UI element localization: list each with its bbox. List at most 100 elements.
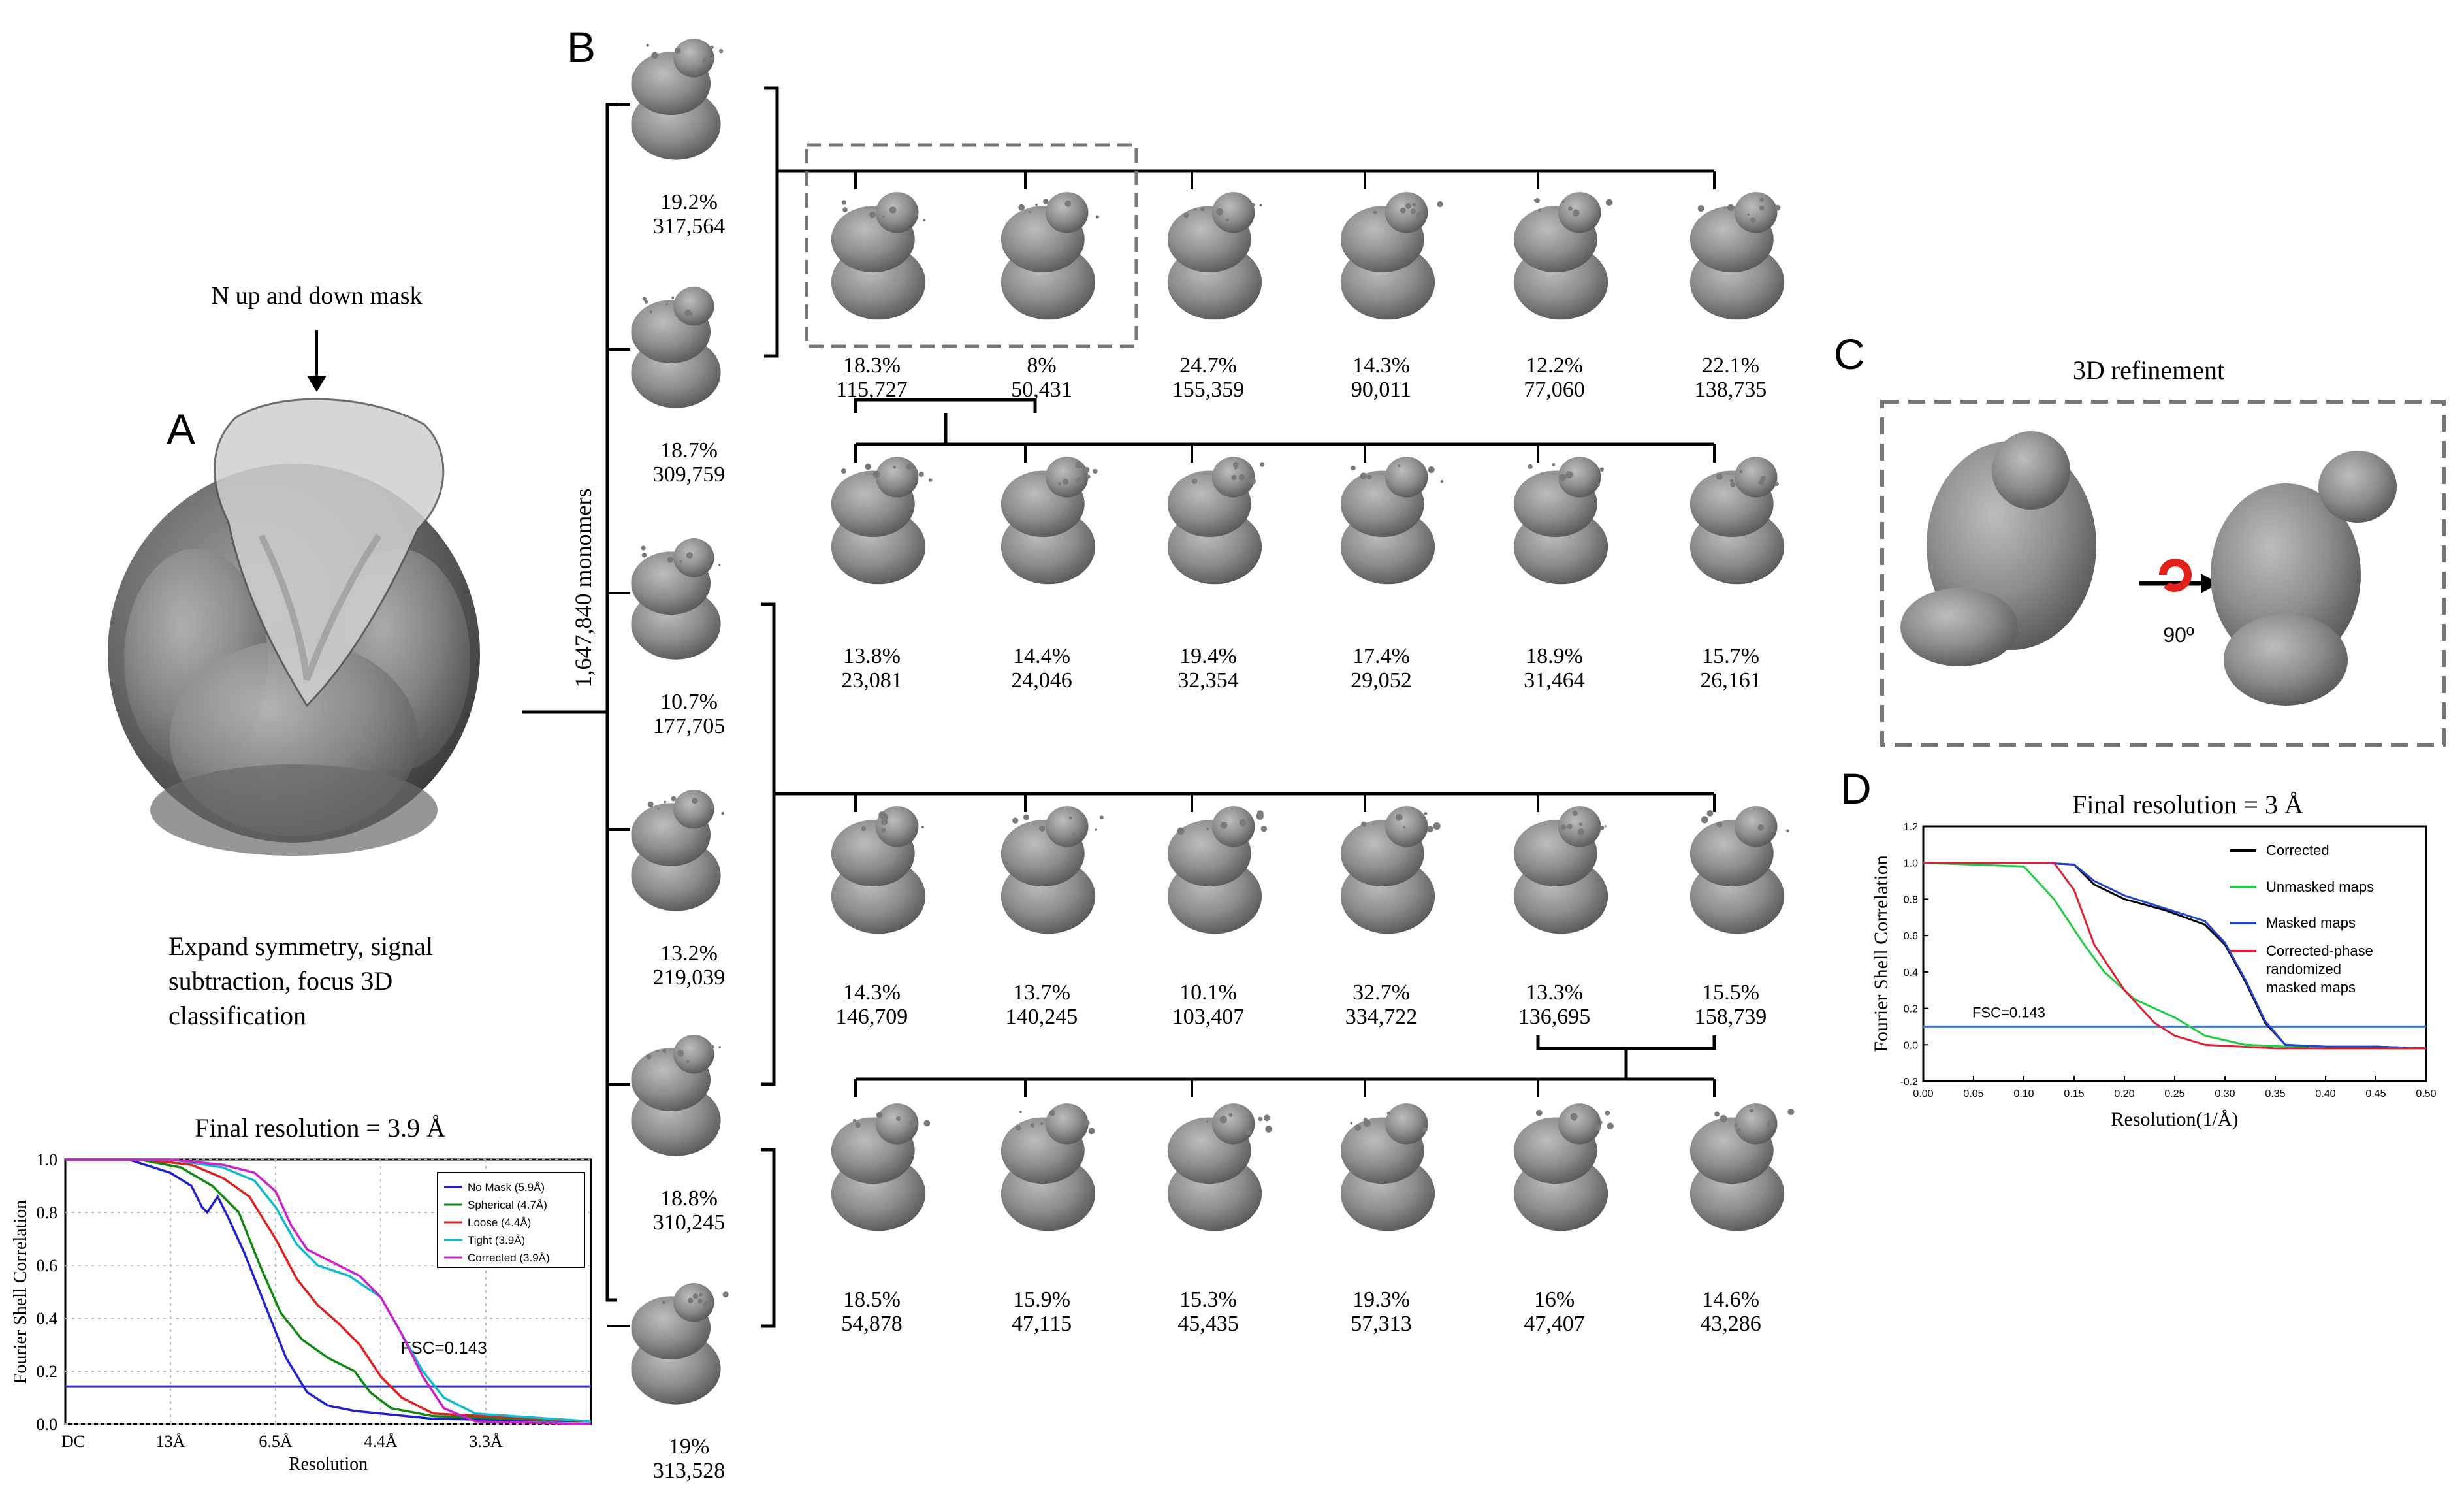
class-count: 45,435 (1177, 1312, 1239, 1336)
class-count: 334,722 (1345, 1005, 1418, 1029)
class-percent: 8% (1027, 353, 1056, 378)
class-percent: 14.4% (1013, 644, 1070, 668)
y-tick-label: 0.8 (1904, 894, 1918, 905)
class-percent: 14.6% (1702, 1288, 1759, 1312)
first-level-map (631, 1035, 722, 1156)
panel-b: 1,647,840 monomers 19.2%317,56418.7%309,… (522, 39, 1795, 1483)
first-level-count: 313,528 (653, 1459, 726, 1483)
x-tick-label: 0.45 (2365, 1088, 2386, 1099)
caption-line-2: subtraction, focus 3D (168, 966, 392, 996)
y-tick-label: 0.6 (1904, 931, 1918, 942)
y-tick-label: 1.0 (37, 1150, 58, 1169)
x-tick-label: 0.20 (2114, 1088, 2134, 1099)
class-count: 136,695 (1518, 1005, 1591, 1029)
first-level-count: 219,039 (653, 966, 726, 990)
legend-entry: randomized (2266, 961, 2341, 977)
class-percent: 10.1% (1179, 981, 1237, 1005)
y-tick-label: 1.0 (1904, 858, 1918, 869)
legend-box (437, 1172, 585, 1268)
y-tick-label: 0.0 (1904, 1040, 1918, 1051)
class-percent: 15.5% (1702, 981, 1759, 1005)
x-tick-label: 0.15 (2064, 1088, 2084, 1099)
first-level-percent: 13.2% (660, 941, 718, 966)
class-map (1513, 192, 1613, 320)
threshold-label: FSC=0.143 (1972, 1004, 2045, 1020)
class-map (1689, 457, 1785, 585)
x-tick-label: 0.30 (2215, 1088, 2235, 1099)
monomers-label: 1,647,840 monomers (570, 489, 596, 688)
class-map (831, 192, 926, 320)
class-percent: 13.7% (1013, 981, 1070, 1005)
class-percent: 19.3% (1352, 1288, 1410, 1312)
threshold-label: FSC=0.143 (400, 1338, 487, 1357)
series-line (1923, 862, 2426, 1050)
class-map (831, 806, 926, 934)
series-line (1923, 862, 2426, 1050)
fsc-d-title: Final resolution = 3 Å (2072, 790, 2303, 819)
refinement-box (1880, 400, 2446, 747)
legend-entry: Masked maps (2266, 915, 2356, 931)
class-count: 47,115 (1012, 1312, 1072, 1336)
legend-entry: Tight (3.9Å) (468, 1234, 525, 1246)
series-line (65, 1158, 592, 1423)
class-map (1340, 192, 1443, 320)
y-tick-label: 0.2 (37, 1362, 58, 1381)
y-axis-label: Fourier Shell Correlation (10, 1200, 31, 1384)
rotation-label: 90º (2163, 623, 2194, 647)
first-level-count: 177,705 (653, 714, 726, 738)
y-tick-label: 0.4 (1904, 967, 1918, 979)
merge-bracket-row-3 (1536, 1035, 1716, 1050)
class-percent: 18.5% (843, 1288, 901, 1312)
mask-label: N up and down mask (212, 282, 423, 310)
legend-entry: Unmasked maps (2266, 879, 2374, 895)
class-percent: 18.9% (1526, 644, 1583, 668)
class-count: 90,011 (1351, 378, 1411, 402)
class-percent: 15.9% (1013, 1288, 1070, 1312)
class-map (1689, 192, 1785, 320)
class-map (1689, 806, 1789, 934)
x-tick-label: 0.35 (2265, 1088, 2285, 1099)
class-map (1167, 806, 1268, 934)
bracket-class-6 (761, 1148, 776, 1328)
class-count: 115,727 (836, 378, 907, 402)
caption-line-1: Expand symmetry, signal (168, 932, 433, 961)
legend-entry: Corrected-phase (2266, 943, 2373, 959)
class-count: 146,709 (836, 1005, 908, 1029)
class-count: 138,735 (1695, 378, 1767, 402)
mask-envelope (214, 398, 445, 707)
class-count: 26,161 (1700, 668, 1761, 692)
class-percent: 13.3% (1526, 981, 1583, 1005)
refinement-title: 3D refinement (2073, 355, 2224, 385)
class-map (1513, 1103, 1614, 1231)
y-tick-label: 0.6 (37, 1256, 58, 1275)
class-percent: 22.1% (1702, 353, 1759, 378)
first-level-count: 309,759 (653, 463, 726, 487)
first-level-percent: 18.8% (660, 1186, 718, 1210)
series-line (65, 1158, 592, 1423)
caption-line-3: classification (168, 1001, 306, 1030)
class-percent: 15.3% (1179, 1288, 1237, 1312)
x-tick-label: 0.50 (2416, 1088, 2436, 1099)
class-map (831, 1103, 931, 1231)
selection-box (805, 143, 1138, 348)
class-count: 32,354 (1177, 668, 1239, 692)
x-tick-label: 4.4Å (364, 1432, 398, 1451)
refined-map-front (1900, 431, 2096, 666)
merge-bracket-row-1 (854, 398, 1037, 413)
class-map (1340, 806, 1441, 934)
class-count: 23,081 (841, 668, 903, 692)
x-tick-label: 0.10 (2013, 1088, 2034, 1099)
class-percent: 17.4% (1352, 644, 1410, 668)
class-count: 31,464 (1524, 668, 1585, 692)
mask-arrow-head (307, 376, 327, 392)
class-map (1167, 192, 1262, 320)
class-map (1340, 1103, 1435, 1231)
class-map (1167, 457, 1265, 585)
panel-label-d: D (1840, 764, 1872, 813)
class-map (1513, 806, 1608, 934)
class-count: 77,060 (1524, 378, 1585, 402)
y-axis-label: Fourier Shell Correlation (1870, 855, 1892, 1052)
class-percent: 16% (1534, 1288, 1575, 1312)
x-tick-label: 3.3Å (469, 1432, 503, 1451)
y-tick-label: 0.8 (37, 1203, 58, 1222)
